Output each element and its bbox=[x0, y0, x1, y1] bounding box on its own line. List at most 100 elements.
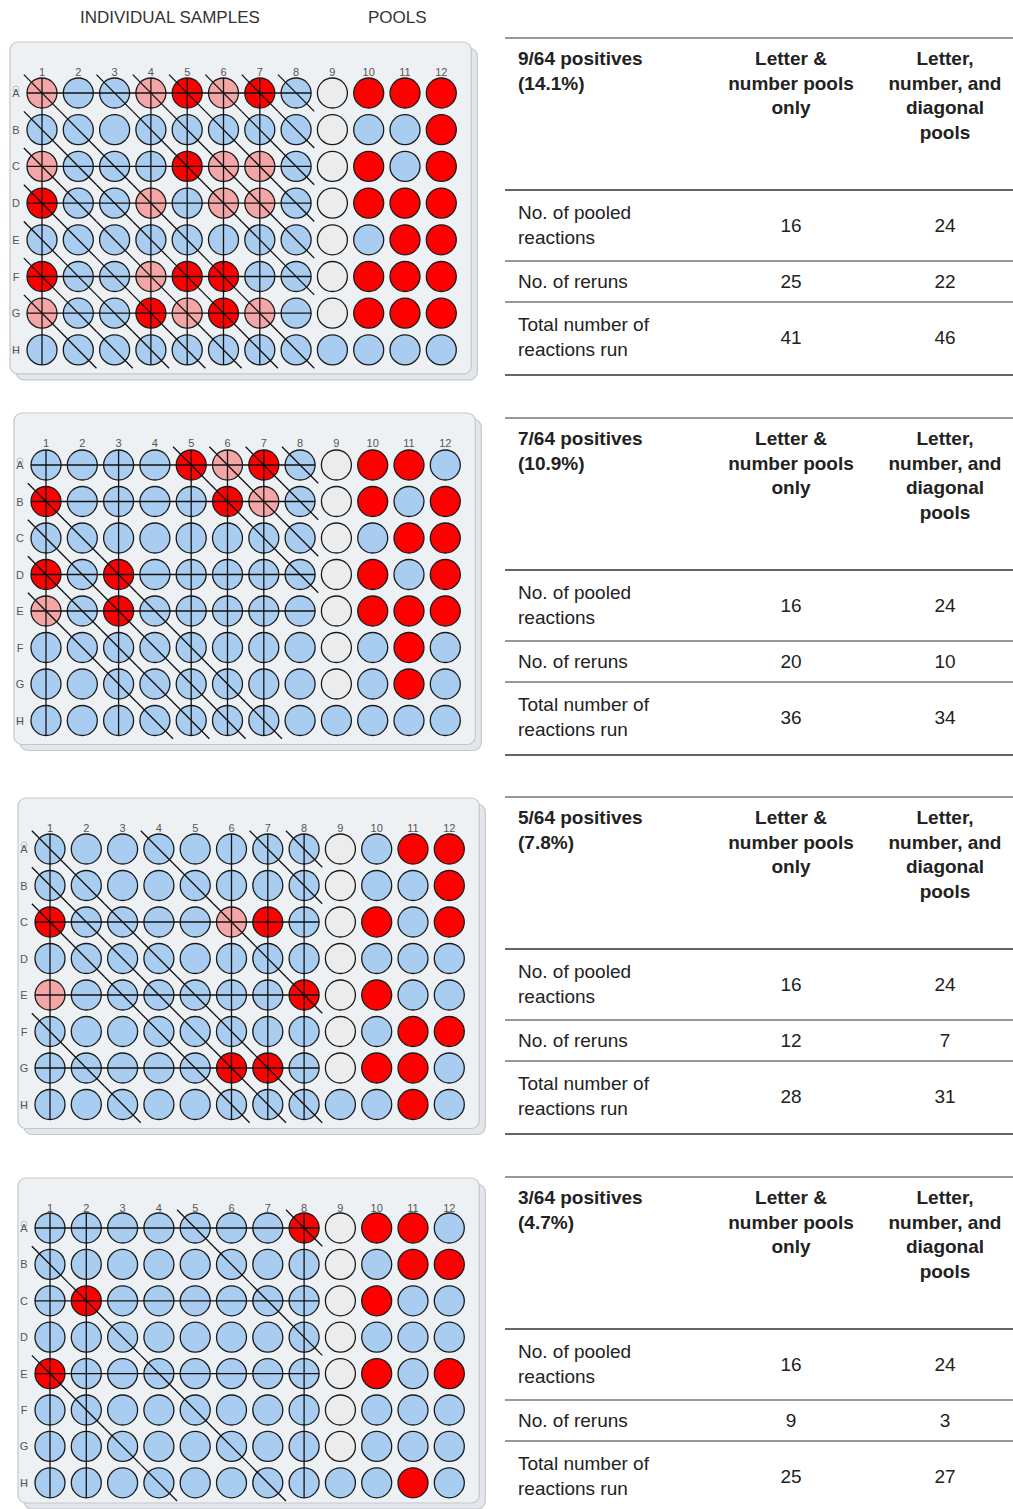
row-letter: E bbox=[13, 605, 27, 618]
pool-line bbox=[68, 1050, 104, 1087]
column-number: 6 bbox=[218, 1202, 246, 1215]
well bbox=[144, 871, 174, 901]
pool-line bbox=[24, 148, 60, 185]
pool-line bbox=[31, 501, 315, 502]
pool-line bbox=[100, 593, 136, 630]
row-label: No. of pooled reactions bbox=[518, 581, 708, 630]
pool-line bbox=[250, 1086, 286, 1123]
pool-line bbox=[246, 483, 282, 520]
column-number: 5 bbox=[181, 822, 209, 835]
well bbox=[354, 78, 384, 108]
well bbox=[317, 298, 347, 328]
column-number: 1 bbox=[36, 1202, 64, 1215]
column-number: 9 bbox=[322, 437, 350, 450]
row-letter: H bbox=[13, 714, 27, 727]
column-number: 8 bbox=[290, 822, 318, 835]
well bbox=[317, 115, 347, 145]
well-plate bbox=[18, 1177, 1013, 1509]
well bbox=[390, 78, 420, 108]
well bbox=[434, 1286, 464, 1316]
header-label: INDIVIDUAL SAMPLES bbox=[80, 8, 310, 28]
pool-line bbox=[259, 78, 260, 365]
pool-line bbox=[24, 185, 60, 222]
table-title: 5/64 positives (7.8%) bbox=[518, 806, 698, 855]
column-number: 10 bbox=[363, 822, 391, 835]
well bbox=[325, 1249, 355, 1279]
pool-line bbox=[68, 1283, 104, 1319]
table-cell: 28 bbox=[751, 1085, 831, 1110]
table-cell: 36 bbox=[751, 706, 831, 731]
well bbox=[434, 1053, 464, 1083]
row-label: No. of reruns bbox=[518, 1409, 708, 1434]
column-number: 1 bbox=[28, 66, 56, 79]
table-rule bbox=[505, 374, 1013, 376]
row-letter: F bbox=[17, 1025, 31, 1038]
well bbox=[180, 1431, 210, 1461]
pool-line bbox=[24, 221, 60, 258]
well bbox=[321, 450, 351, 480]
well bbox=[354, 151, 384, 181]
column-number: 11 bbox=[395, 437, 423, 450]
well bbox=[325, 1431, 355, 1461]
pool-line bbox=[118, 450, 119, 736]
pool-line bbox=[173, 447, 209, 484]
well bbox=[325, 1395, 355, 1425]
well bbox=[426, 335, 456, 365]
well bbox=[390, 335, 420, 365]
row-letter: G bbox=[9, 307, 23, 320]
row-letter: H bbox=[17, 1476, 31, 1489]
pool-line bbox=[282, 520, 318, 557]
pool-line bbox=[263, 450, 264, 736]
pool-line bbox=[137, 702, 173, 739]
table-header: Letter, number, and diagonal pools bbox=[885, 47, 1005, 146]
pool-line bbox=[177, 1013, 213, 1050]
table-rule bbox=[505, 1328, 1013, 1330]
well bbox=[434, 1468, 464, 1498]
pool-line bbox=[133, 185, 169, 222]
row-letter: B bbox=[17, 879, 31, 892]
pool-line bbox=[137, 629, 173, 666]
pool-line bbox=[278, 185, 314, 222]
pool-line bbox=[68, 904, 104, 941]
pool-line bbox=[242, 148, 278, 185]
well bbox=[434, 1017, 464, 1047]
pool-line bbox=[213, 1428, 249, 1464]
well bbox=[362, 1249, 392, 1279]
pool-line bbox=[96, 185, 132, 222]
well bbox=[217, 1395, 247, 1425]
well bbox=[325, 1017, 355, 1047]
well bbox=[67, 669, 97, 699]
well bbox=[426, 188, 456, 218]
table-title: 7/64 positives (10.9%) bbox=[518, 427, 698, 476]
well bbox=[144, 1090, 174, 1120]
pool-line bbox=[41, 78, 42, 365]
column-number: 6 bbox=[218, 822, 246, 835]
well bbox=[325, 944, 355, 974]
well bbox=[108, 1395, 138, 1425]
well bbox=[426, 262, 456, 292]
well bbox=[358, 450, 388, 480]
column-number: 3 bbox=[109, 822, 137, 835]
table-rule bbox=[505, 261, 1013, 262]
well bbox=[325, 1213, 355, 1243]
well bbox=[354, 225, 384, 255]
pool-line bbox=[250, 1465, 286, 1501]
well bbox=[180, 1249, 210, 1279]
well bbox=[430, 450, 460, 480]
pool-line bbox=[169, 332, 205, 369]
table-rule bbox=[505, 38, 1013, 39]
pool-line bbox=[60, 221, 96, 258]
well bbox=[358, 633, 388, 663]
pool-line bbox=[133, 258, 169, 295]
well bbox=[253, 1322, 283, 1352]
column-number: 10 bbox=[363, 1202, 391, 1215]
row-label: Total number of reactions run bbox=[518, 693, 708, 742]
pool-line bbox=[31, 610, 315, 611]
pool-line bbox=[137, 666, 173, 703]
pool-line bbox=[209, 483, 245, 520]
pool-line bbox=[169, 221, 205, 258]
table-rule bbox=[505, 682, 1013, 683]
pool-line bbox=[31, 574, 315, 575]
well bbox=[317, 262, 347, 292]
